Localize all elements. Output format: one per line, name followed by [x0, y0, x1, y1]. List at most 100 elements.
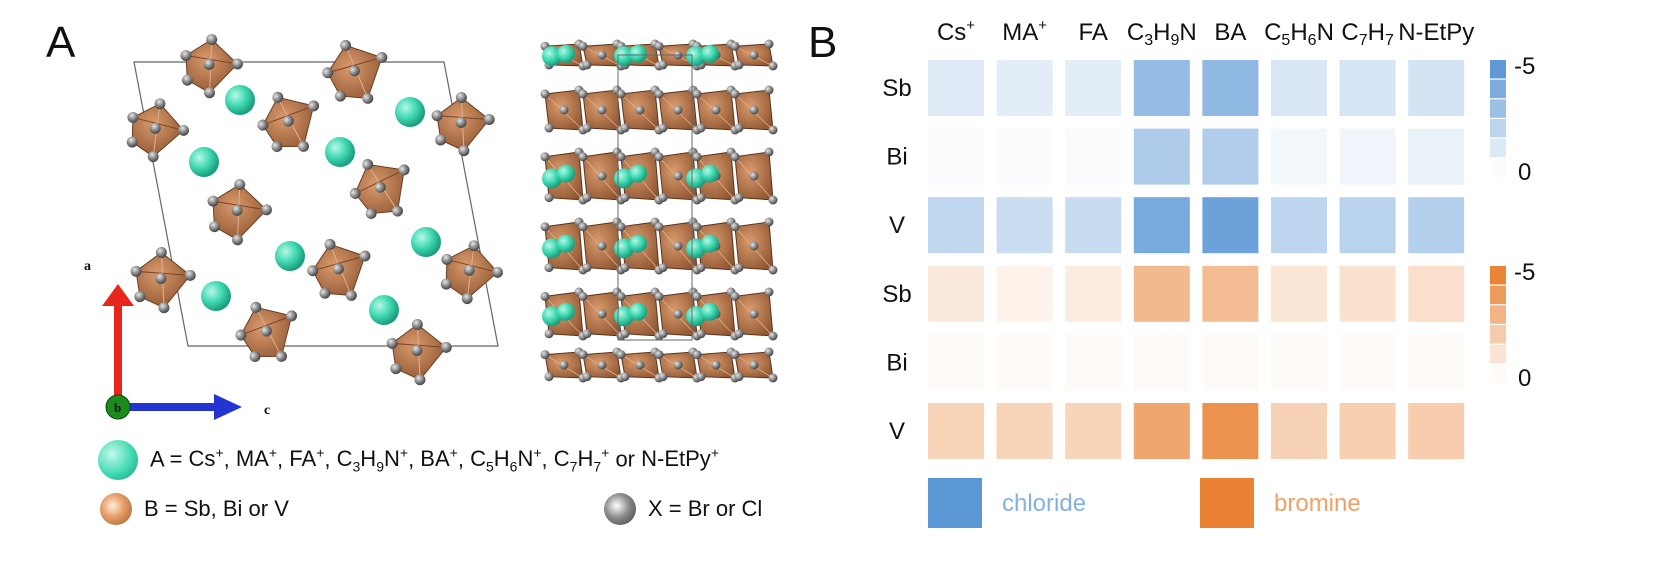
halide-atom [730, 350, 740, 360]
column-header: MA+ [1002, 17, 1047, 46]
bromine-key-swatch [1200, 478, 1254, 528]
row-header: Bi [886, 144, 907, 171]
cation-atom [614, 238, 634, 259]
cation-atom [325, 137, 355, 167]
halide-atom [411, 318, 423, 330]
row-header: Sb [882, 75, 911, 102]
halide-atom [597, 105, 607, 115]
heatmap-cell [1408, 334, 1465, 391]
halide-atom [414, 374, 426, 386]
column-header: C7H7 [1341, 19, 1394, 49]
halide-atom [635, 105, 645, 115]
halide-atom [440, 278, 452, 290]
octahedron-shape [207, 179, 273, 246]
heatmap-cell [1271, 197, 1327, 254]
halide-atom [461, 293, 473, 305]
octahedron-shape [180, 34, 243, 99]
cation-atom [225, 85, 255, 115]
heatmap-cell [1408, 60, 1465, 116]
halide-atom [540, 89, 550, 99]
halide-atom [597, 50, 607, 60]
halide-atom [616, 222, 626, 232]
heatmap-cell [1202, 265, 1259, 322]
heatmap-cell [1133, 334, 1190, 391]
halide-atom [578, 89, 588, 99]
a-site-ion: C5H6N+ [470, 445, 542, 475]
halide-atom [260, 325, 272, 337]
cation-atom [686, 168, 706, 189]
halide-atom [616, 152, 626, 162]
halide-atom [540, 291, 550, 301]
scale-swatch [1490, 158, 1506, 177]
metal-ball-icon [100, 493, 132, 525]
scale-swatch [1490, 60, 1506, 79]
axis-c-label: c [264, 403, 270, 418]
halide-atom [654, 152, 664, 162]
heatmap-cell [1202, 197, 1259, 254]
halide-atom [178, 124, 190, 136]
halide-atom [271, 140, 283, 152]
heatmap-cell [1339, 197, 1396, 254]
halide-atom [764, 39, 774, 49]
a-site-ion: C7H7+ [553, 445, 610, 475]
halide-atom [130, 265, 142, 277]
halide-atom [544, 329, 554, 339]
octahedron-shape [257, 91, 320, 152]
halide-atom [332, 263, 344, 275]
heatmap-cell [1271, 334, 1327, 391]
halide-atom [322, 67, 334, 79]
chloride-key-label: chloride [1002, 490, 1086, 517]
heatmap-cell [1202, 334, 1259, 391]
halide-atom [203, 58, 215, 70]
cation-atom [542, 46, 562, 67]
halide-atom [334, 90, 346, 102]
a-site-ion: Cs+ [188, 445, 224, 472]
halide-atom [768, 195, 778, 205]
heatmap-cell [1339, 60, 1396, 116]
halide-atom [126, 136, 138, 148]
perovskite-layer [540, 85, 778, 135]
halide-atom [749, 171, 759, 181]
cation-atom [614, 46, 634, 67]
column-header: N-EtPy [1398, 19, 1474, 46]
heatmap-cell [1408, 128, 1465, 185]
cation-atom [686, 46, 706, 67]
axis-a-label: a [84, 259, 91, 274]
halide-atom [578, 222, 588, 232]
octahedron-shape [431, 91, 495, 157]
halide-atom [578, 41, 588, 51]
halide-atom [764, 85, 774, 95]
halide-atom [181, 74, 193, 86]
heatmap-cell [1271, 128, 1327, 185]
x-site-definition: X = Br or Cl [648, 496, 763, 521]
top-view-structure [126, 34, 504, 386]
scale-swatch [1490, 344, 1506, 364]
halide-atom [540, 222, 550, 232]
scale-max-label: -5 [1514, 259, 1535, 286]
halide-atom [282, 115, 294, 127]
halide-atom [654, 89, 664, 99]
octahedron-shape [386, 318, 452, 386]
octahedron-shape [440, 240, 504, 305]
heatmap-cell [1065, 60, 1122, 116]
halide-atom [673, 241, 683, 251]
heatmap-cell [928, 403, 984, 459]
halide-atom [261, 204, 273, 216]
halide-atom [673, 171, 683, 181]
a-site-ion: FA+ [289, 445, 325, 472]
halide-atom [673, 309, 683, 319]
halide-atom [616, 89, 626, 99]
cation-atom [629, 302, 647, 321]
halide-atom [155, 246, 167, 258]
halide-atom [734, 329, 744, 339]
halide-atom [692, 89, 702, 99]
a-site-ion: MA+ [235, 445, 278, 472]
legend-a-site: A = Cs+, MA+, FA+, C3H9N+, BA+, C5H6N+, … [98, 440, 719, 480]
scale-swatch [1490, 325, 1506, 344]
a-site-ion: C3H9N+ [336, 445, 409, 475]
halide-atom [730, 291, 740, 301]
heatmap-cell [928, 60, 984, 116]
octahedron-shape [307, 238, 371, 301]
halide-atom [597, 309, 607, 319]
halide-atom [734, 60, 744, 70]
